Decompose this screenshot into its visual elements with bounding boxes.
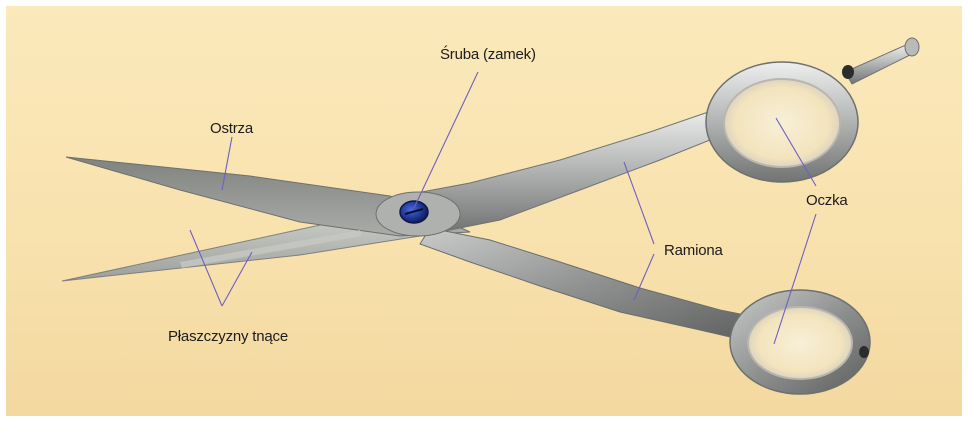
stopper (842, 65, 854, 79)
finger-rest-tip (905, 38, 919, 56)
label-ramiona: Ramiona (664, 242, 723, 259)
finger-rest (845, 44, 912, 84)
lower-ring-inner (748, 307, 852, 379)
label-oczka: Oczka (806, 192, 848, 209)
leader-ramiona-1 (624, 162, 654, 244)
label-sruba: Śruba (zamek) (440, 46, 536, 63)
leader-plaszczyzny-1 (190, 230, 222, 306)
upper-ring-inner (724, 79, 840, 167)
label-plaszczyzny: Płaszczyzny tnące (168, 328, 288, 345)
label-ostrza: Ostrza (210, 120, 253, 137)
lower-ring-stopper (859, 346, 869, 358)
